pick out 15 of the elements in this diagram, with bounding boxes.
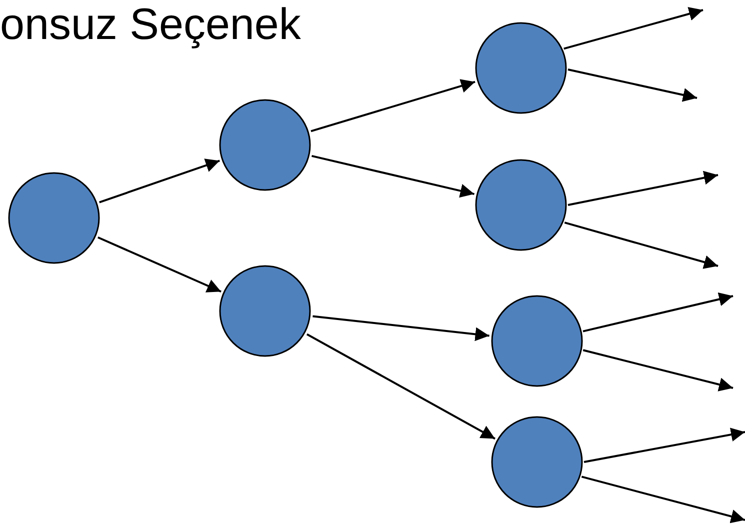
arrow: [98, 236, 222, 293]
arrow: [582, 292, 734, 332]
arrow: [99, 158, 220, 204]
arrow: [564, 222, 718, 269]
arrow: [568, 68, 698, 102]
arrow: [582, 349, 734, 392]
arrow: [306, 333, 496, 440]
title: onsuz Seçenek: [0, 0, 301, 50]
arrow: [581, 476, 745, 524]
arrow: [568, 170, 718, 206]
arrow: [564, 7, 704, 50]
arrow: [584, 428, 745, 463]
arrow: [310, 79, 476, 132]
arrow: [312, 315, 490, 342]
arrow: [312, 154, 474, 198]
